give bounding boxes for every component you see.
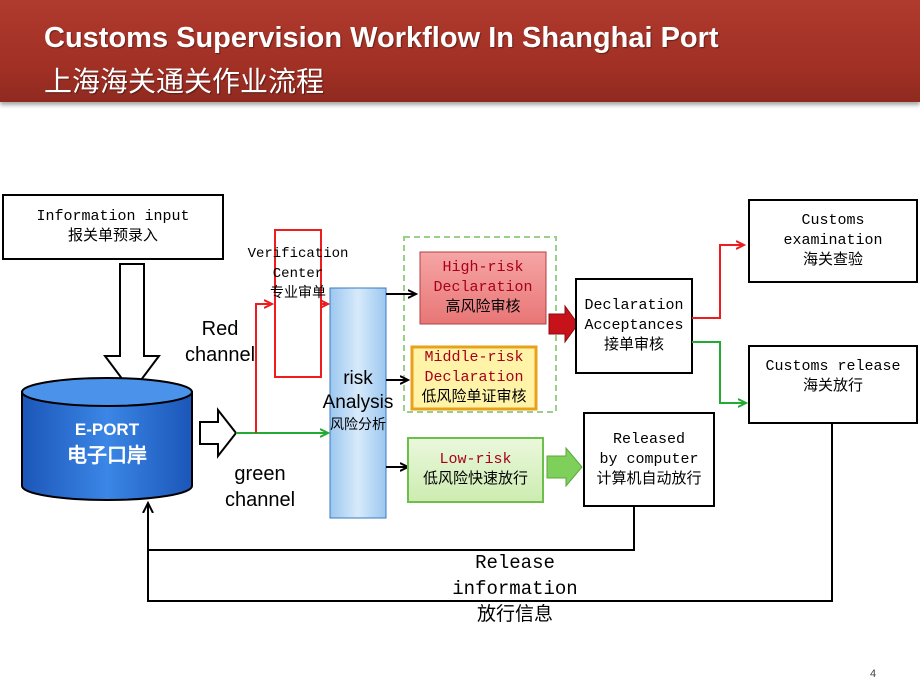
examination-box [748, 199, 918, 283]
eport-label: E-PORT 电子口岸 [67, 420, 147, 467]
low-risk-block-arrow [546, 446, 583, 488]
low-risk-box [407, 437, 544, 503]
risk-level-group [403, 236, 557, 413]
green-channel-label: green channel [224, 463, 296, 511]
middle-risk-box [410, 345, 538, 411]
page-subtitle: 上海海关通关作业流程 [44, 66, 325, 97]
computer-release-label: Released by computer 计算机自动放行 [596, 430, 702, 488]
info-input-box [2, 194, 224, 260]
page-number: 4 [870, 668, 877, 680]
title-banner: Customs Supervision Workflow In Shanghai… [0, 0, 920, 102]
high-risk-label: High-risk Declaration 高风险审核 [433, 259, 533, 316]
customs-release-label: Customs release 海关放行 [765, 358, 901, 395]
middle-risk-label: Middle-risk Declaration 低风险单证审核 [421, 349, 527, 406]
high-risk-block-arrow [548, 304, 579, 344]
customs-release-box [748, 345, 918, 424]
hollow-down-arrow [103, 263, 161, 394]
page-title: Customs Supervision Workflow In Shanghai… [44, 22, 719, 54]
high-risk-box [419, 251, 547, 325]
hollow-right-arrow [199, 407, 238, 459]
acceptance-box [575, 278, 693, 374]
verification-center-label: Verification Center 专业审单 [247, 246, 349, 302]
release-info-label: Release information 放行信息 [452, 552, 578, 625]
risk-analysis-box [329, 287, 387, 519]
info-input-label: Information input 报关单预录入 [36, 208, 190, 245]
low-risk-label: Low-risk 低风险快速放行 [422, 451, 528, 488]
risk-analysis-label: risk Analysis 风险分析 [322, 368, 394, 432]
examination-label: Customs examination 海关查验 [783, 212, 883, 269]
red-channel-label: Red channel [184, 318, 256, 366]
computer-release-box [583, 412, 715, 507]
acceptance-label: Declaration Acceptances 接单审核 [584, 297, 684, 354]
eport-cylinder [21, 377, 193, 501]
verification-center-box [274, 229, 322, 378]
